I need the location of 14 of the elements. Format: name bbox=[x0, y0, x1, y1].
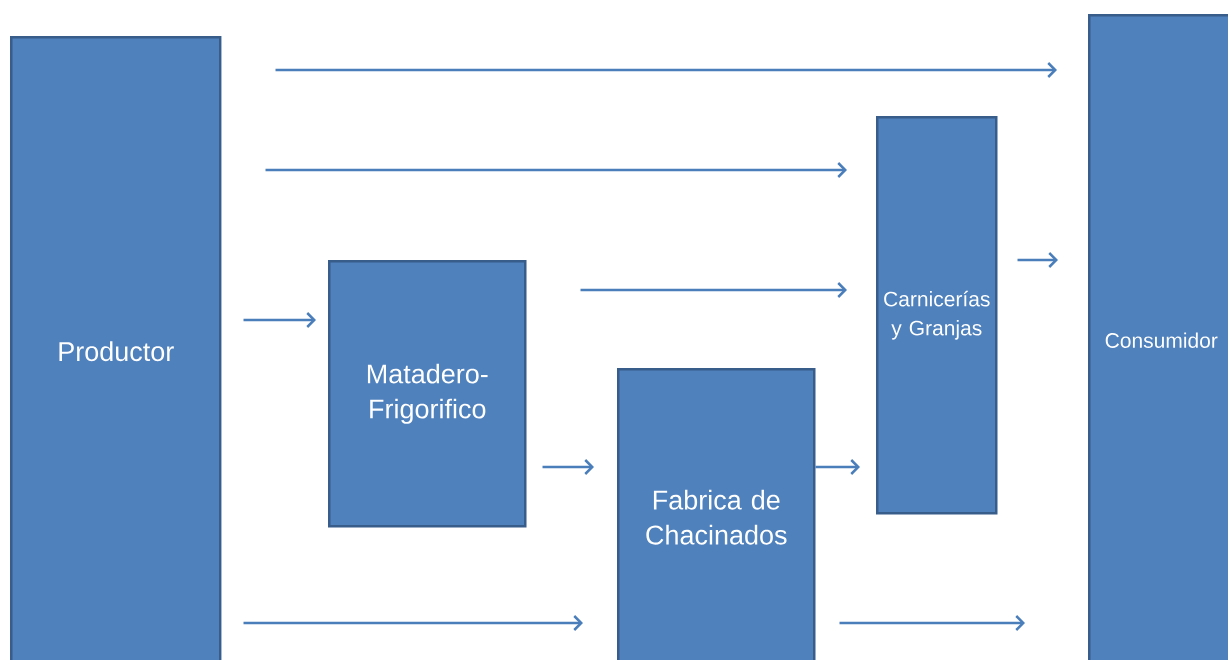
arrow bbox=[1017, 252, 1058, 268]
arrow bbox=[815, 459, 860, 475]
process-box: Fabrica de Chacinados bbox=[617, 368, 816, 660]
arrow bbox=[542, 459, 594, 475]
arrow bbox=[243, 615, 583, 631]
arrow bbox=[265, 162, 847, 178]
arrow bbox=[275, 62, 1057, 78]
process-box: Matadero-Frigorifico bbox=[328, 260, 527, 528]
arrow bbox=[243, 312, 316, 328]
arrow bbox=[839, 615, 1025, 631]
arrow bbox=[580, 282, 847, 298]
process-box: Consumidor bbox=[1088, 14, 1228, 660]
process-box: Carnicerías y Granjas bbox=[876, 116, 998, 515]
process-box: Productor bbox=[10, 36, 222, 660]
